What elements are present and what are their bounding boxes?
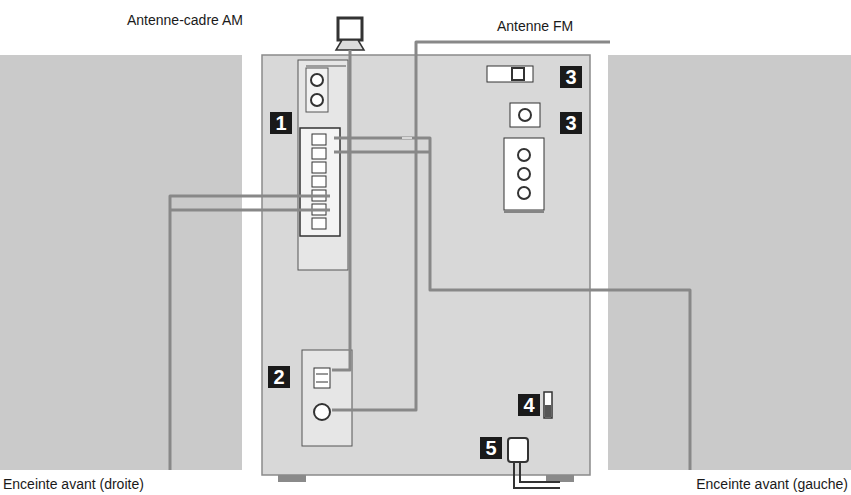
callout-number: 3 (560, 112, 582, 134)
right-speaker (608, 55, 851, 470)
left-speaker-wire (170, 196, 330, 470)
power-plug (508, 438, 528, 462)
am-wire (332, 50, 350, 370)
callout-number: 3 (560, 66, 582, 88)
callout-number: 1 (270, 112, 292, 134)
left-speaker (0, 55, 242, 470)
audio-in (306, 68, 328, 112)
part-label: Antenne-cadre AM (127, 12, 243, 28)
speaker-terminal (300, 128, 340, 236)
callout-number: 2 (268, 366, 290, 388)
part-label: Antenne FM (497, 18, 573, 34)
right-speaker-wire (334, 151, 430, 154)
am-terminal (314, 368, 330, 388)
fm-jack (314, 404, 330, 420)
left-panel (298, 60, 348, 270)
callout-number: 5 (480, 437, 502, 459)
part-label: Enceinte avant (gauche) (696, 476, 848, 492)
unit-foot (546, 475, 574, 482)
video-out (510, 103, 540, 127)
voltage-selector (544, 392, 552, 418)
left-speaker-wire (170, 209, 330, 212)
antenna-panel (302, 350, 352, 446)
component-out (504, 138, 544, 210)
unit-foot (278, 475, 306, 482)
part-label: Enceinte avant (droite) (3, 476, 144, 492)
main-unit (262, 55, 590, 475)
power-cord (514, 462, 560, 488)
optical-port (487, 66, 533, 82)
fm-wire (332, 42, 610, 410)
am-loop-antenna (336, 18, 364, 50)
callout-number: 4 (518, 394, 540, 416)
right-speaker-wire (334, 138, 690, 470)
